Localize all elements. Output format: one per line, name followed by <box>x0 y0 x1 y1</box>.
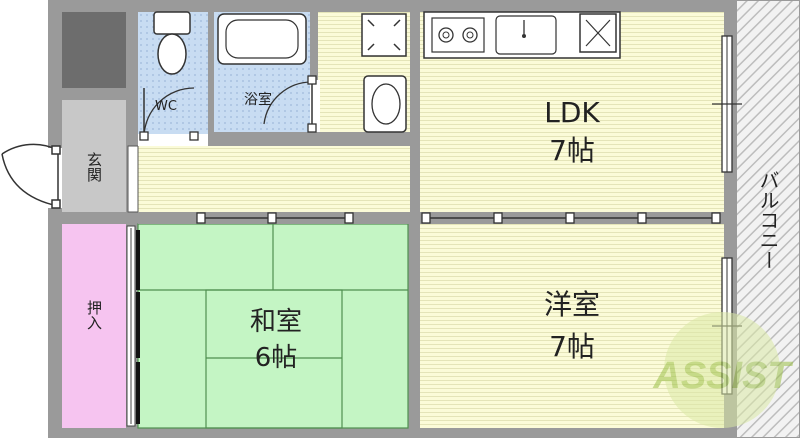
japanese-label: 和室 <box>250 307 302 337</box>
closet-area <box>62 224 126 428</box>
kitchen-counter <box>423 11 621 59</box>
entrance-label: 玄関 <box>85 152 103 183</box>
western-label: 洋室 <box>544 288 600 321</box>
ldk-size: 7帖 <box>549 134 595 167</box>
bathtub-icon <box>217 13 307 65</box>
corridor <box>138 146 410 212</box>
bath-door <box>263 75 320 133</box>
western-size: 7帖 <box>549 330 595 363</box>
storage-area <box>62 12 126 88</box>
partition-wall <box>138 212 736 224</box>
entrance-area <box>62 100 126 212</box>
assist-watermark: ASSIST <box>652 312 793 428</box>
wc-door <box>138 87 208 146</box>
entrance-door <box>1 143 62 209</box>
bath-label: 浴室 <box>244 91 272 108</box>
ldk-label: LDK <box>544 96 600 129</box>
svg-text:ASSIST: ASSIST <box>652 355 793 397</box>
balcony-label: バルコニー <box>756 170 780 270</box>
closet-label: 押入 <box>85 300 103 330</box>
japanese-size: 6帖 <box>255 343 298 373</box>
wash-basin-icon <box>363 75 407 133</box>
toilet-icon <box>153 11 191 75</box>
wc-label: WC <box>155 99 177 114</box>
washing-machine-icon <box>361 13 407 57</box>
